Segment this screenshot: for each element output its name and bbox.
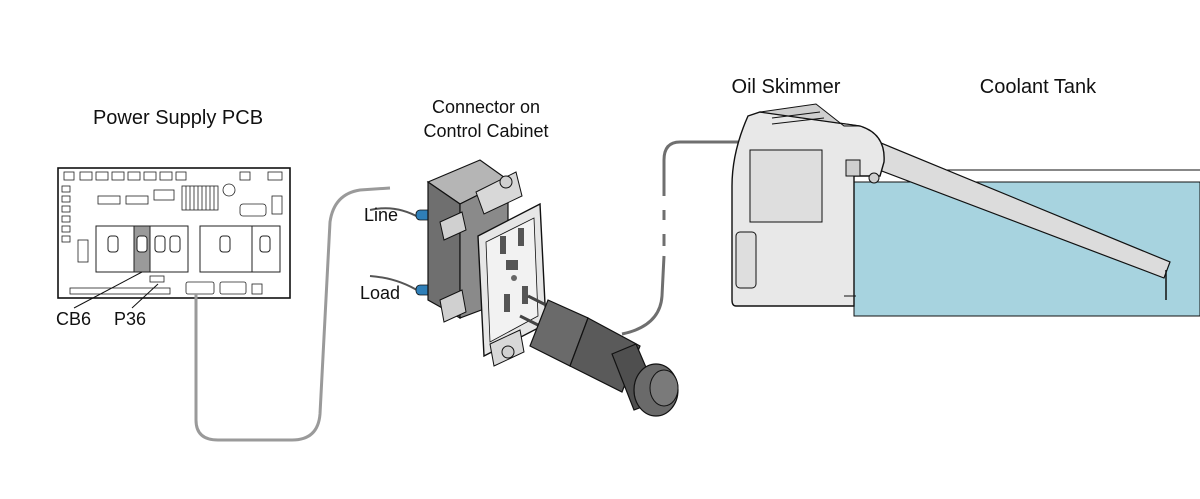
skimmer-cord-upper bbox=[662, 140, 752, 196]
cabinet-connector bbox=[369, 159, 547, 367]
connector-label-line2: Control Cabinet bbox=[423, 121, 549, 141]
p36-connector bbox=[185, 281, 215, 295]
line-label: Line bbox=[364, 205, 399, 225]
coolant-tank bbox=[853, 169, 1200, 317]
breaker-bank bbox=[95, 225, 281, 273]
p36-label: P36 bbox=[114, 309, 147, 329]
power-supply-pcb bbox=[57, 167, 291, 309]
oil-skimmer bbox=[731, 103, 1171, 307]
cb6-label: CB6 bbox=[56, 309, 92, 329]
load-label: Load bbox=[360, 283, 401, 303]
skimmer-cord-lower bbox=[621, 255, 666, 336]
skimmer-plug bbox=[519, 294, 679, 417]
coolant-tank-label: Coolant Tank bbox=[979, 76, 1097, 98]
power-supply-pcb-label: Power Supply PCB bbox=[92, 107, 264, 129]
oil-skimmer-label: Oil Skimmer bbox=[731, 76, 841, 98]
connector-label-line1: Connector on bbox=[431, 97, 541, 117]
pcb-to-connector-cable bbox=[194, 186, 391, 442]
